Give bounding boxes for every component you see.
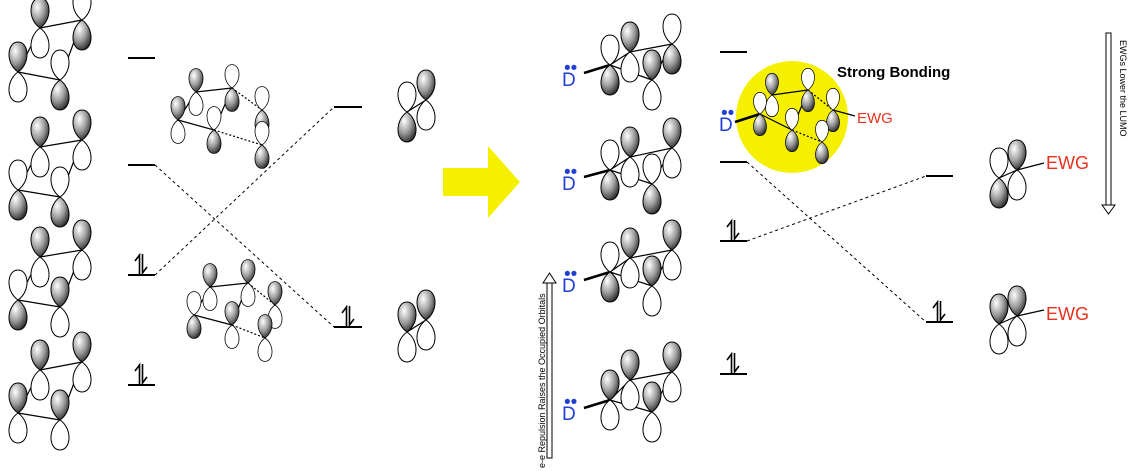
- lumo-lowering-arrow: [1101, 32, 1116, 215]
- donor-label: D: [719, 115, 733, 136]
- donor-diene-mo-psi4: [583, 13, 682, 111]
- donor-diene-mo-psi2: [583, 219, 682, 317]
- dienophile-pi: [397, 289, 436, 363]
- ewg-dienophile-pi-star: [989, 139, 1045, 209]
- ts-orbital-interaction-upper: [170, 64, 270, 169]
- donor-lone-pair: ••: [721, 103, 734, 124]
- strong-bonding-label: Strong Bonding: [837, 64, 950, 81]
- donor-diene-mo-psi3: [583, 117, 682, 215]
- correlation-line-homo: [154, 106, 335, 276]
- ewg-dienophile-pi: [989, 285, 1045, 355]
- diene-mo-psi1: [8, 331, 92, 451]
- diene-mo-psi3: [8, 109, 92, 228]
- electron-pair-icon: [726, 219, 740, 241]
- lumo-note: EWGs Lower the LUMO: [1118, 40, 1128, 137]
- electron-pair-icon: [341, 305, 355, 327]
- correlation-line-lumo-substituted: [746, 161, 927, 323]
- donor-lone-pair: ••: [564, 264, 577, 285]
- diene-mo-psi2: [8, 219, 92, 338]
- electron-pair-icon: [932, 300, 946, 322]
- donor-diene-mo-psi1: [583, 341, 682, 443]
- ts-orbital-interaction-lower: [186, 259, 283, 362]
- donor-label: D: [562, 276, 576, 297]
- electron-pair-icon: [134, 363, 148, 385]
- repulsion-note: e-e Repulsion Raises the Occupied Orbita…: [537, 293, 547, 468]
- donor-lone-pair: ••: [564, 392, 577, 413]
- ewg-label: EWG: [1046, 304, 1089, 324]
- electron-pair-icon: [134, 253, 148, 275]
- donor-label: D: [562, 174, 576, 195]
- donor-lone-pair: ••: [564, 162, 577, 183]
- correlation-line-homo-substituted: [746, 175, 927, 242]
- donor-label: D: [562, 404, 576, 425]
- right-arrow-icon: [443, 146, 520, 218]
- ts-orbital-interaction-substituted: [734, 68, 856, 164]
- ewg-label: EWG: [857, 110, 893, 127]
- donor-label: D: [562, 70, 576, 91]
- electron-pair-icon: [726, 352, 740, 374]
- correlation-line-lumo: [154, 164, 335, 328]
- ewg-label: EWG: [1046, 153, 1089, 173]
- repulsion-arrow: [542, 272, 557, 459]
- donor-lone-pair: ••: [564, 58, 577, 79]
- diene-mo-psi4: [8, 0, 92, 111]
- dienophile-pi-star: [397, 69, 436, 143]
